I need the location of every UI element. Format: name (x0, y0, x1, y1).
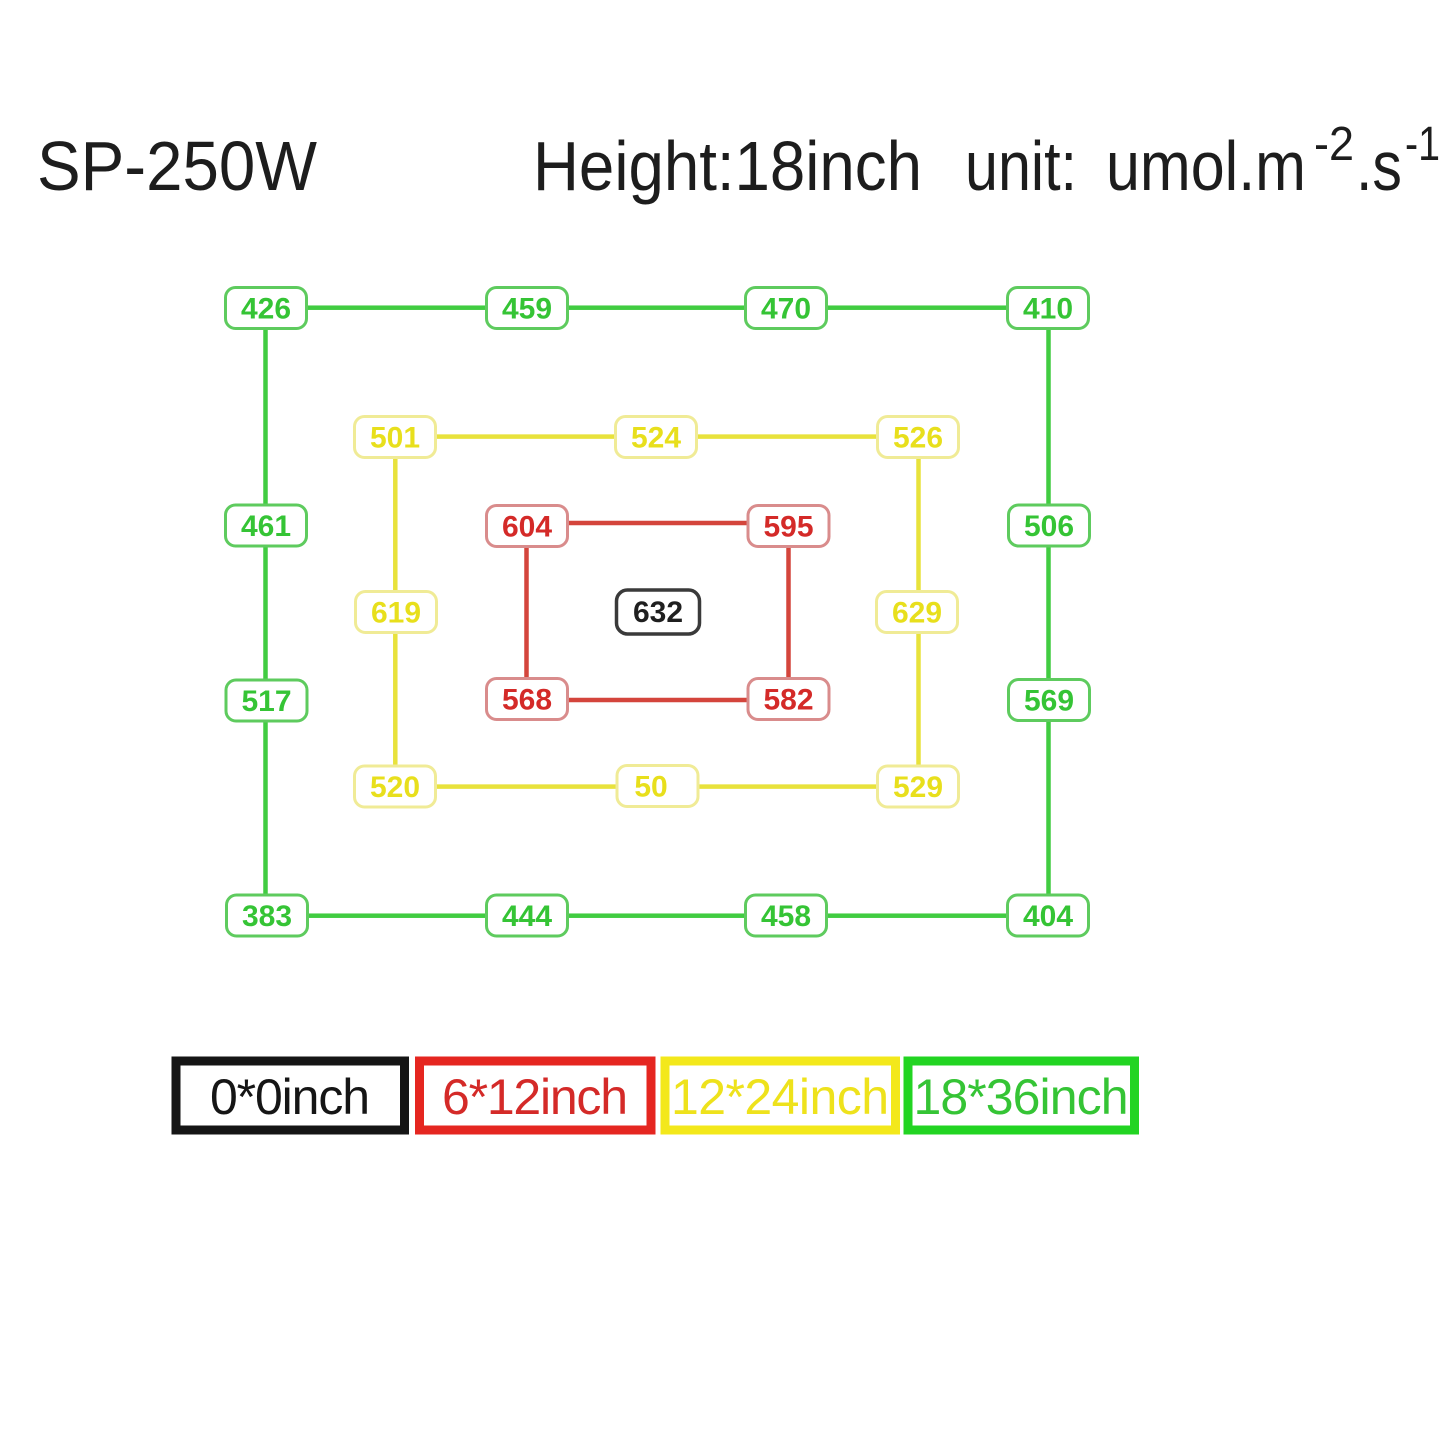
svg-text:529: 529 (893, 771, 943, 804)
svg-text:444: 444 (502, 900, 552, 933)
svg-text:501: 501 (370, 422, 420, 455)
svg-text:-1: -1 (1405, 118, 1440, 171)
svg-text:426: 426 (241, 293, 291, 326)
svg-text:517: 517 (241, 685, 291, 718)
svg-text:459: 459 (502, 293, 552, 326)
svg-text:582: 582 (763, 684, 813, 717)
svg-text:524: 524 (631, 422, 681, 455)
svg-text:6*12inch: 6*12inch (442, 1069, 628, 1125)
svg-text:520: 520 (370, 771, 420, 804)
svg-text:umol.m: umol.m (1106, 127, 1306, 205)
svg-text:18*36inch: 18*36inch (914, 1069, 1129, 1125)
svg-text:604: 604 (502, 511, 552, 544)
svg-text:506: 506 (1024, 510, 1074, 543)
svg-text:383: 383 (242, 900, 292, 933)
svg-text:Height:18inch: Height:18inch (533, 127, 922, 205)
svg-text:-2: -2 (1314, 118, 1354, 171)
svg-text:461: 461 (241, 510, 291, 543)
svg-text:unit:: unit: (965, 127, 1077, 205)
svg-text:632: 632 (633, 596, 683, 629)
svg-text:569: 569 (1024, 685, 1074, 718)
svg-text:50: 50 (634, 771, 667, 804)
svg-text:470: 470 (761, 293, 811, 326)
svg-text:568: 568 (502, 684, 552, 717)
svg-text:404: 404 (1023, 900, 1073, 933)
svg-text:0*0inch: 0*0inch (210, 1069, 370, 1125)
svg-text:410: 410 (1023, 293, 1073, 326)
svg-text:526: 526 (893, 422, 943, 455)
svg-text:458: 458 (761, 900, 811, 933)
svg-text:SP-250W: SP-250W (37, 127, 317, 205)
svg-text:12*24inch: 12*24inch (671, 1069, 889, 1125)
svg-text:619: 619 (371, 597, 421, 630)
svg-text:629: 629 (892, 597, 942, 630)
svg-text:595: 595 (763, 511, 813, 544)
svg-text:.s: .s (1356, 127, 1402, 205)
